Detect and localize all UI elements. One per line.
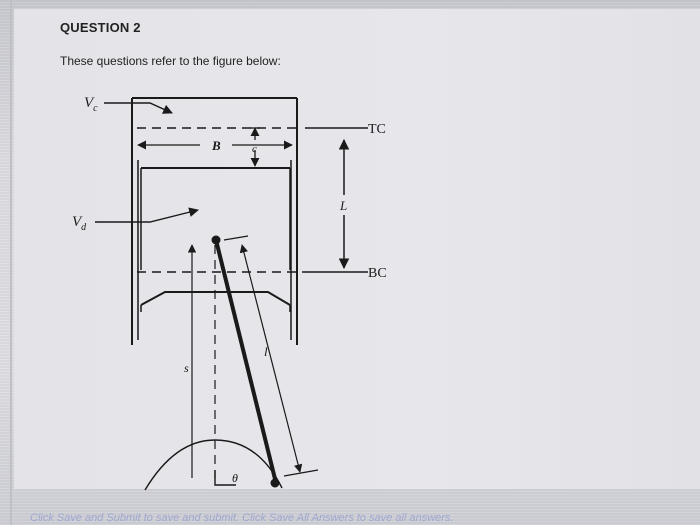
position-label: s	[184, 361, 189, 375]
stroke-label: L	[339, 198, 347, 213]
rod-length-dim	[239, 244, 303, 473]
tc-label: TC	[368, 122, 386, 137]
vd-label: Vd	[72, 214, 87, 233]
vc-leader	[104, 102, 173, 114]
crank-circle	[144, 439, 283, 491]
vc-label: Vc	[84, 95, 98, 114]
connecting-rod	[214, 239, 278, 484]
angle-mark	[214, 470, 236, 486]
rod-ext-top	[223, 235, 249, 241]
question-title: QUESTION 2	[60, 20, 141, 35]
angle-label: θ	[232, 471, 238, 485]
bore-label: B	[211, 138, 221, 153]
bc-label: BC	[368, 266, 387, 281]
rod-label: l	[264, 344, 268, 359]
rod-ext-bottom	[283, 469, 319, 477]
question-panel	[14, 8, 700, 489]
clearance-label: c	[252, 143, 257, 155]
question-prompt: These questions refer to the figure belo…	[60, 54, 281, 68]
wrist-pin	[211, 235, 221, 245]
vd-leader	[95, 207, 199, 223]
footer-instructions: Click Save and Submit to save and submit…	[30, 512, 454, 524]
left-border	[10, 0, 12, 525]
